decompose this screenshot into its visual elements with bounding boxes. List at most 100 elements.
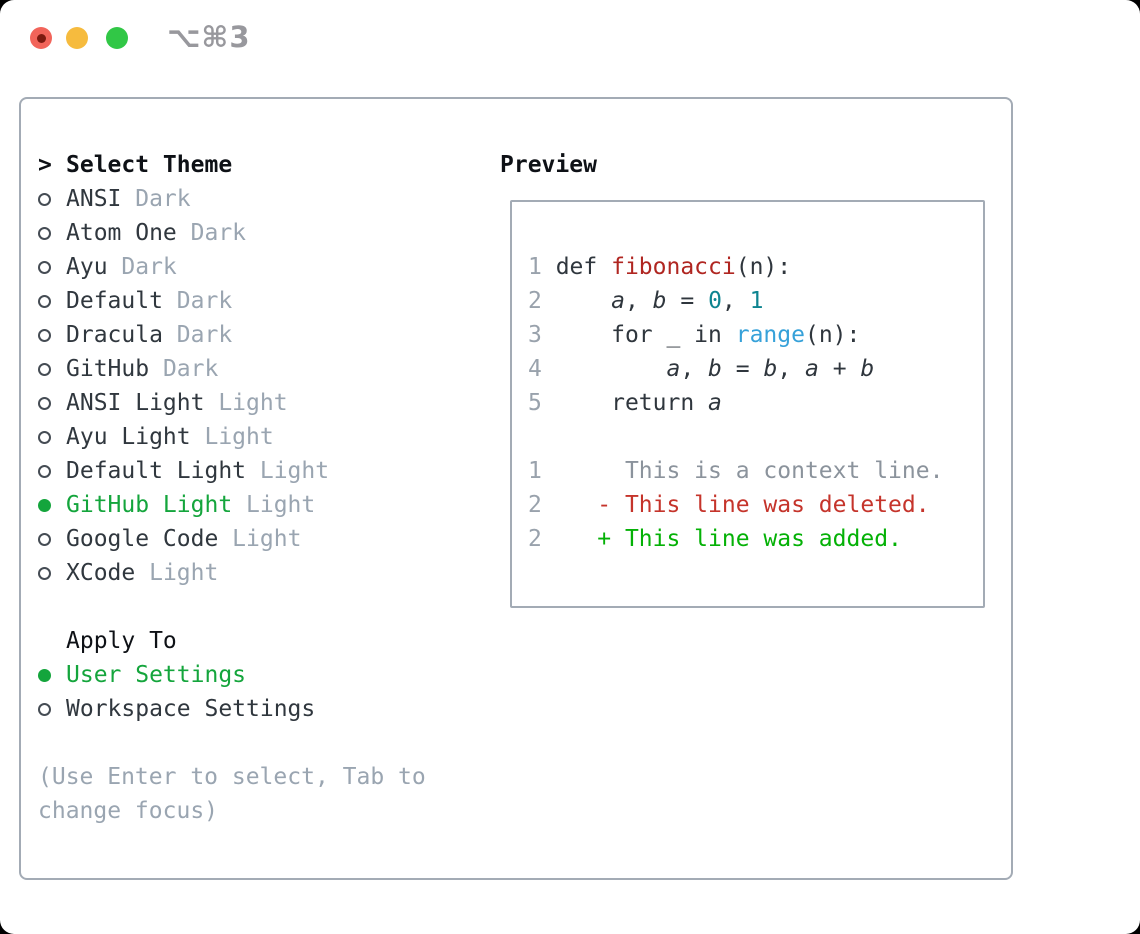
preview-heading: Preview bbox=[500, 152, 597, 178]
radio-marker bbox=[38, 192, 66, 206]
code-token-lineno: 2 bbox=[528, 288, 556, 314]
code-token-code: , bbox=[777, 356, 806, 382]
code-token-added: + This line was added. bbox=[597, 526, 902, 552]
radio-marker bbox=[38, 362, 66, 376]
theme-variant: Dark bbox=[162, 322, 233, 348]
window-shortcut-label: ⌥⌘3 bbox=[167, 20, 251, 54]
radio-unselected-icon bbox=[38, 260, 51, 274]
theme-name: XCode bbox=[66, 560, 136, 586]
code-token-num: 1 bbox=[749, 288, 764, 314]
radio-marker bbox=[38, 294, 66, 308]
code-token-lineno: 1 bbox=[528, 458, 542, 484]
code-token-code: + bbox=[818, 356, 861, 382]
apply-label: Workspace Settings bbox=[66, 696, 316, 722]
code-token-var: a bbox=[666, 356, 681, 382]
theme-option-xcode[interactable]: XCode Light bbox=[38, 556, 482, 590]
theme-name: Default bbox=[66, 288, 163, 314]
code-token-code: return bbox=[555, 390, 709, 416]
theme-option-default[interactable]: Default Dark bbox=[38, 284, 482, 318]
radio-unselected-icon bbox=[38, 328, 51, 342]
code-line: 1 This is a context line. bbox=[528, 454, 983, 488]
radio-marker bbox=[38, 464, 66, 478]
cursor-marker: > bbox=[38, 148, 66, 182]
code-token-code: , bbox=[624, 288, 653, 314]
code-token-num: 0 bbox=[708, 288, 722, 314]
code-line: 4 a, b = b, a + b bbox=[528, 352, 983, 386]
theme-variant: Light bbox=[190, 424, 274, 450]
code-token-code: (n): bbox=[804, 322, 861, 348]
minimize-button[interactable] bbox=[66, 27, 88, 49]
theme-variant: Dark bbox=[149, 356, 219, 382]
theme-variant: Light bbox=[246, 458, 330, 484]
theme-option-ayu[interactable]: Ayu Dark bbox=[38, 250, 482, 284]
code-token-lineno: 5 bbox=[528, 390, 556, 416]
code-line: 3 for _ in range(n): bbox=[528, 318, 983, 352]
code-line: 2 - This line was deleted. bbox=[528, 488, 983, 522]
radio-marker bbox=[38, 226, 66, 240]
radio-unselected-icon bbox=[38, 362, 51, 376]
radio-marker bbox=[38, 328, 66, 342]
cursor-icon: > bbox=[38, 152, 52, 178]
code-token-var: a bbox=[708, 390, 722, 416]
theme-option-default-light[interactable]: Default Light Light bbox=[38, 454, 482, 488]
radio-selected-icon bbox=[38, 498, 51, 512]
theme-name: Google Code bbox=[66, 526, 219, 552]
code-token-code: def bbox=[555, 254, 612, 280]
radio-unselected-icon bbox=[38, 226, 51, 240]
code-line: 2 + This line was added. bbox=[528, 522, 983, 556]
select-theme-title: Select Theme bbox=[66, 152, 233, 178]
code-token-var: b bbox=[708, 356, 722, 382]
radio-marker bbox=[38, 396, 66, 410]
code-token-var: b bbox=[652, 288, 667, 314]
code-line: 5 return a bbox=[528, 386, 983, 420]
theme-option-atom-one[interactable]: Atom One Dark bbox=[38, 216, 482, 250]
code-line: 1 def fibonacci(n): bbox=[528, 250, 983, 284]
maximize-button[interactable] bbox=[106, 27, 128, 49]
radio-selected-icon bbox=[38, 668, 51, 682]
theme-variant: Light bbox=[135, 560, 219, 586]
radio-unselected-icon bbox=[38, 464, 51, 478]
theme-option-ansi-light[interactable]: ANSI Light Light bbox=[38, 386, 482, 420]
theme-option-github-light[interactable]: GitHub Light Light bbox=[38, 488, 482, 522]
theme-name: ANSI bbox=[66, 186, 122, 212]
theme-option-ayu-light[interactable]: Ayu Light Light bbox=[38, 420, 482, 454]
theme-option-dracula[interactable]: Dracula Dark bbox=[38, 318, 482, 352]
theme-option-google-code[interactable]: Google Code Light bbox=[38, 522, 482, 556]
radio-marker bbox=[38, 532, 66, 546]
preview-column: Preview 1 def fibonacci(n):2 a, b = 0, 1… bbox=[500, 148, 1011, 608]
unsaved-indicator-icon bbox=[36, 33, 46, 43]
code-token-code bbox=[556, 356, 667, 382]
radio-marker bbox=[38, 498, 66, 512]
theme-variant: Dark bbox=[176, 220, 247, 246]
radio-unselected-icon bbox=[38, 192, 51, 206]
radio-unselected-icon bbox=[38, 294, 51, 308]
apply-label: User Settings bbox=[66, 662, 247, 688]
radio-marker bbox=[38, 702, 66, 716]
code-token-builtin: range bbox=[735, 322, 805, 348]
radio-unselected-icon bbox=[38, 532, 51, 546]
code-token-code: , bbox=[680, 356, 709, 382]
theme-name: Dracula bbox=[66, 322, 163, 348]
code-line: 2 a, b = 0, 1 bbox=[528, 284, 983, 318]
apply-option-workspace-settings[interactable]: Workspace Settings bbox=[38, 692, 482, 726]
radio-marker bbox=[38, 430, 66, 444]
apply-option-user-settings[interactable]: User Settings bbox=[38, 658, 482, 692]
theme-name: ANSI Light bbox=[66, 390, 205, 416]
theme-option-github[interactable]: GitHub Dark bbox=[38, 352, 482, 386]
code-token-func: fibonacci bbox=[611, 254, 736, 280]
code-token-context: This is a context line. bbox=[541, 458, 944, 484]
code-blank-line bbox=[528, 420, 983, 454]
theme-option-ansi[interactable]: ANSI Dark bbox=[38, 182, 482, 216]
code-token-code: = bbox=[721, 356, 764, 382]
code-token-var: a bbox=[805, 356, 819, 382]
code-token-lineno: 2 bbox=[528, 526, 598, 552]
close-button[interactable] bbox=[30, 27, 52, 49]
theme-variant: Light bbox=[204, 390, 288, 416]
theme-variant: Dark bbox=[107, 254, 177, 280]
code-token-code: , bbox=[721, 288, 750, 314]
